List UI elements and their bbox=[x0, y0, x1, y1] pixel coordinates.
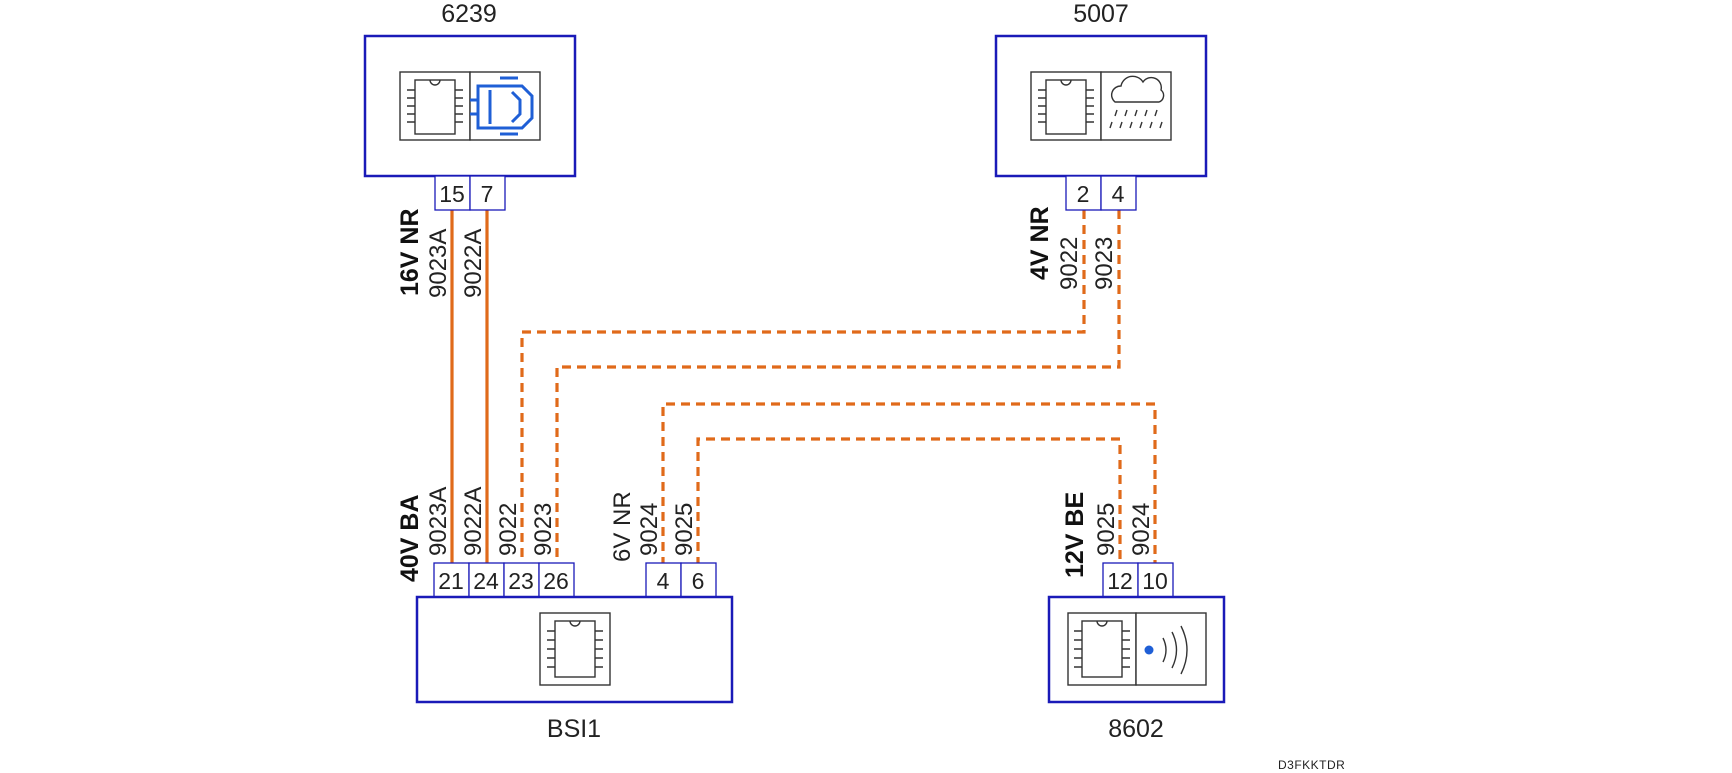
wires bbox=[450, 210, 1157, 566]
pin-label-7: 7 bbox=[481, 181, 494, 207]
pin-label-10: 10 bbox=[1142, 568, 1168, 594]
chip-icon bbox=[399, 71, 471, 141]
pin-label-2: 2 bbox=[1077, 181, 1090, 207]
component-bsi1[interactable]: 21 24 23 26 4 6 BSI1 bbox=[415, 562, 734, 743]
connector-label-40v-ba: 40V BA bbox=[396, 494, 424, 582]
pin-label-15: 15 bbox=[439, 181, 465, 207]
wire-label-9023A-top: 9023A bbox=[425, 229, 452, 298]
pin-label-21: 21 bbox=[438, 568, 464, 594]
pin-label-24: 24 bbox=[473, 568, 499, 594]
wire-label-9024-bsi: 9024 bbox=[636, 503, 663, 556]
component-label-bsi1: BSI1 bbox=[547, 715, 601, 743]
wire-9022 bbox=[520, 210, 1086, 566]
pin-15[interactable] bbox=[434, 175, 471, 211]
wire-label-9022A-top: 9022A bbox=[460, 229, 487, 298]
pin-label-26: 26 bbox=[543, 568, 569, 594]
wire-label-9023-top: 9023 bbox=[1091, 237, 1118, 290]
pin-label-4: 4 bbox=[1112, 181, 1125, 207]
pin-4[interactable] bbox=[645, 562, 682, 598]
wire-label-9023-bottom: 9023 bbox=[530, 503, 557, 556]
chip-icon bbox=[1067, 612, 1137, 686]
wire-label-9022A-bottom: 9022A bbox=[460, 487, 487, 556]
wire-label-9025-8602: 9025 bbox=[1093, 503, 1120, 556]
wire-9023 bbox=[555, 210, 1121, 566]
wire-label-9025-bsi: 9025 bbox=[671, 503, 698, 556]
component-5007[interactable]: 5007 2 4 bbox=[994, 0, 1208, 211]
pin-7[interactable] bbox=[469, 175, 506, 211]
pin-2[interactable] bbox=[1065, 175, 1102, 211]
component-label-5007: 5007 bbox=[1073, 0, 1129, 28]
rain-cloud-icon bbox=[1100, 71, 1172, 141]
connector-label-6v-nr: 6V NR bbox=[609, 491, 636, 562]
pin-label-23: 23 bbox=[508, 568, 534, 594]
pin-4[interactable] bbox=[1100, 175, 1137, 211]
wireless-signal-icon bbox=[1135, 612, 1207, 686]
component-label-8602: 8602 bbox=[1108, 715, 1164, 743]
pin-6[interactable] bbox=[680, 562, 717, 598]
wire-label-9024-8602: 9024 bbox=[1128, 503, 1155, 556]
connector-label-4v-nr: 4V NR bbox=[1026, 206, 1054, 280]
chip-icon bbox=[1030, 71, 1102, 141]
car-top-view-icon bbox=[469, 71, 541, 141]
component-8602[interactable]: 12 10 8602 bbox=[1047, 562, 1226, 743]
connector-label-16v-nr: 16V NR bbox=[396, 208, 424, 296]
chip-icon bbox=[539, 612, 611, 686]
pin-label-12: 12 bbox=[1107, 568, 1133, 594]
pin-10[interactable] bbox=[1137, 562, 1174, 598]
component-6239[interactable]: 6239 15 7 bbox=[363, 0, 577, 211]
wire-9024 bbox=[661, 402, 1157, 566]
pin-label-4: 4 bbox=[657, 568, 670, 594]
diagram-code: D3FKKTDR bbox=[1278, 758, 1345, 772]
wire-label-9023A-bottom: 9023A bbox=[425, 487, 452, 556]
component-label-6239: 6239 bbox=[441, 0, 497, 28]
connector-label-12v-be: 12V BE bbox=[1061, 492, 1089, 578]
wire-label-9022-top: 9022 bbox=[1056, 237, 1083, 290]
wire-9025 bbox=[696, 437, 1122, 566]
pin-12[interactable] bbox=[1102, 562, 1139, 598]
wire-label-9022-bottom: 9022 bbox=[495, 503, 522, 556]
pin-label-6: 6 bbox=[692, 568, 705, 594]
